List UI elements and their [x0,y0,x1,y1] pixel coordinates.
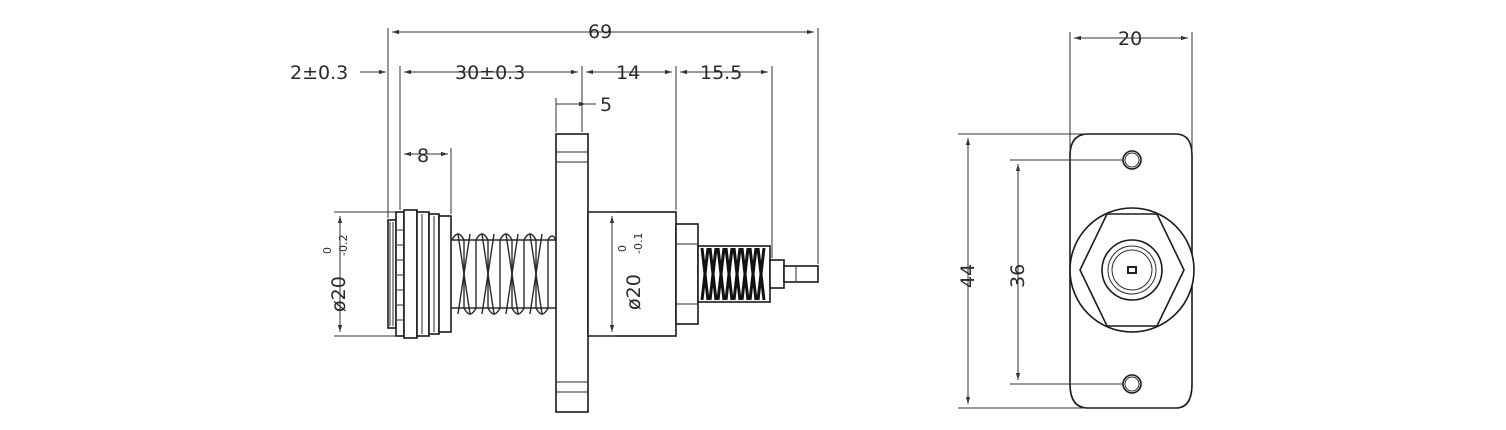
dim-left-diameter-value: ø20 [328,276,350,312]
dim-body-diameter: ø20 0 -0.1 [616,233,645,310]
front-view: 20 44 36 [957,28,1195,409]
dim-body-diameter-value: ø20 [623,274,645,310]
spring [451,233,557,315]
left-end-cap [387,209,452,339]
hex-nut-side [675,223,699,325]
dim-thread-length: 15.5 [700,62,742,84]
dim-front-width: 20 [1118,28,1142,50]
dim-left-diameter-tol-upper: 0 [321,247,334,254]
dim-body-length: 14 [616,62,640,84]
mounting-hole-bottom [1122,374,1142,394]
side-view: 69 2±0.3 30±0.3 14 15.5 5 8 ø20 0 -0.2 ø… [290,21,819,413]
mounting-hole-top [1122,150,1142,170]
dim-left-flange: 2±0.3 [290,62,348,84]
dim-front-height: 44 [957,264,979,288]
threaded-stud [697,245,771,303]
dim-spring-length: 30±0.3 [455,62,525,84]
dim-overall-length: 69 [588,21,612,43]
mounting-flange-side [555,133,589,413]
dim-flange-width: 5 [600,94,612,116]
dim-left-diameter-tol-lower: -0.2 [337,235,350,256]
dimension-labels-side: 69 2±0.3 30±0.3 14 15.5 5 8 ø20 0 -0.2 ø… [290,21,742,312]
dim-hole-spacing: 36 [1007,264,1029,288]
main-body [587,211,677,337]
dimension-lines-side [334,28,819,337]
dim-left-cap: 8 [417,145,429,167]
dim-left-diameter: ø20 0 -0.2 [321,235,350,312]
knurl-lines [397,214,435,334]
dimension-lines-front [958,32,1193,409]
pin-tip [769,259,819,289]
dim-body-diameter-tol-upper: 0 [616,245,629,252]
dim-body-diameter-tol-lower: -0.1 [632,233,645,254]
dimension-labels-front: 20 44 36 [957,28,1142,288]
